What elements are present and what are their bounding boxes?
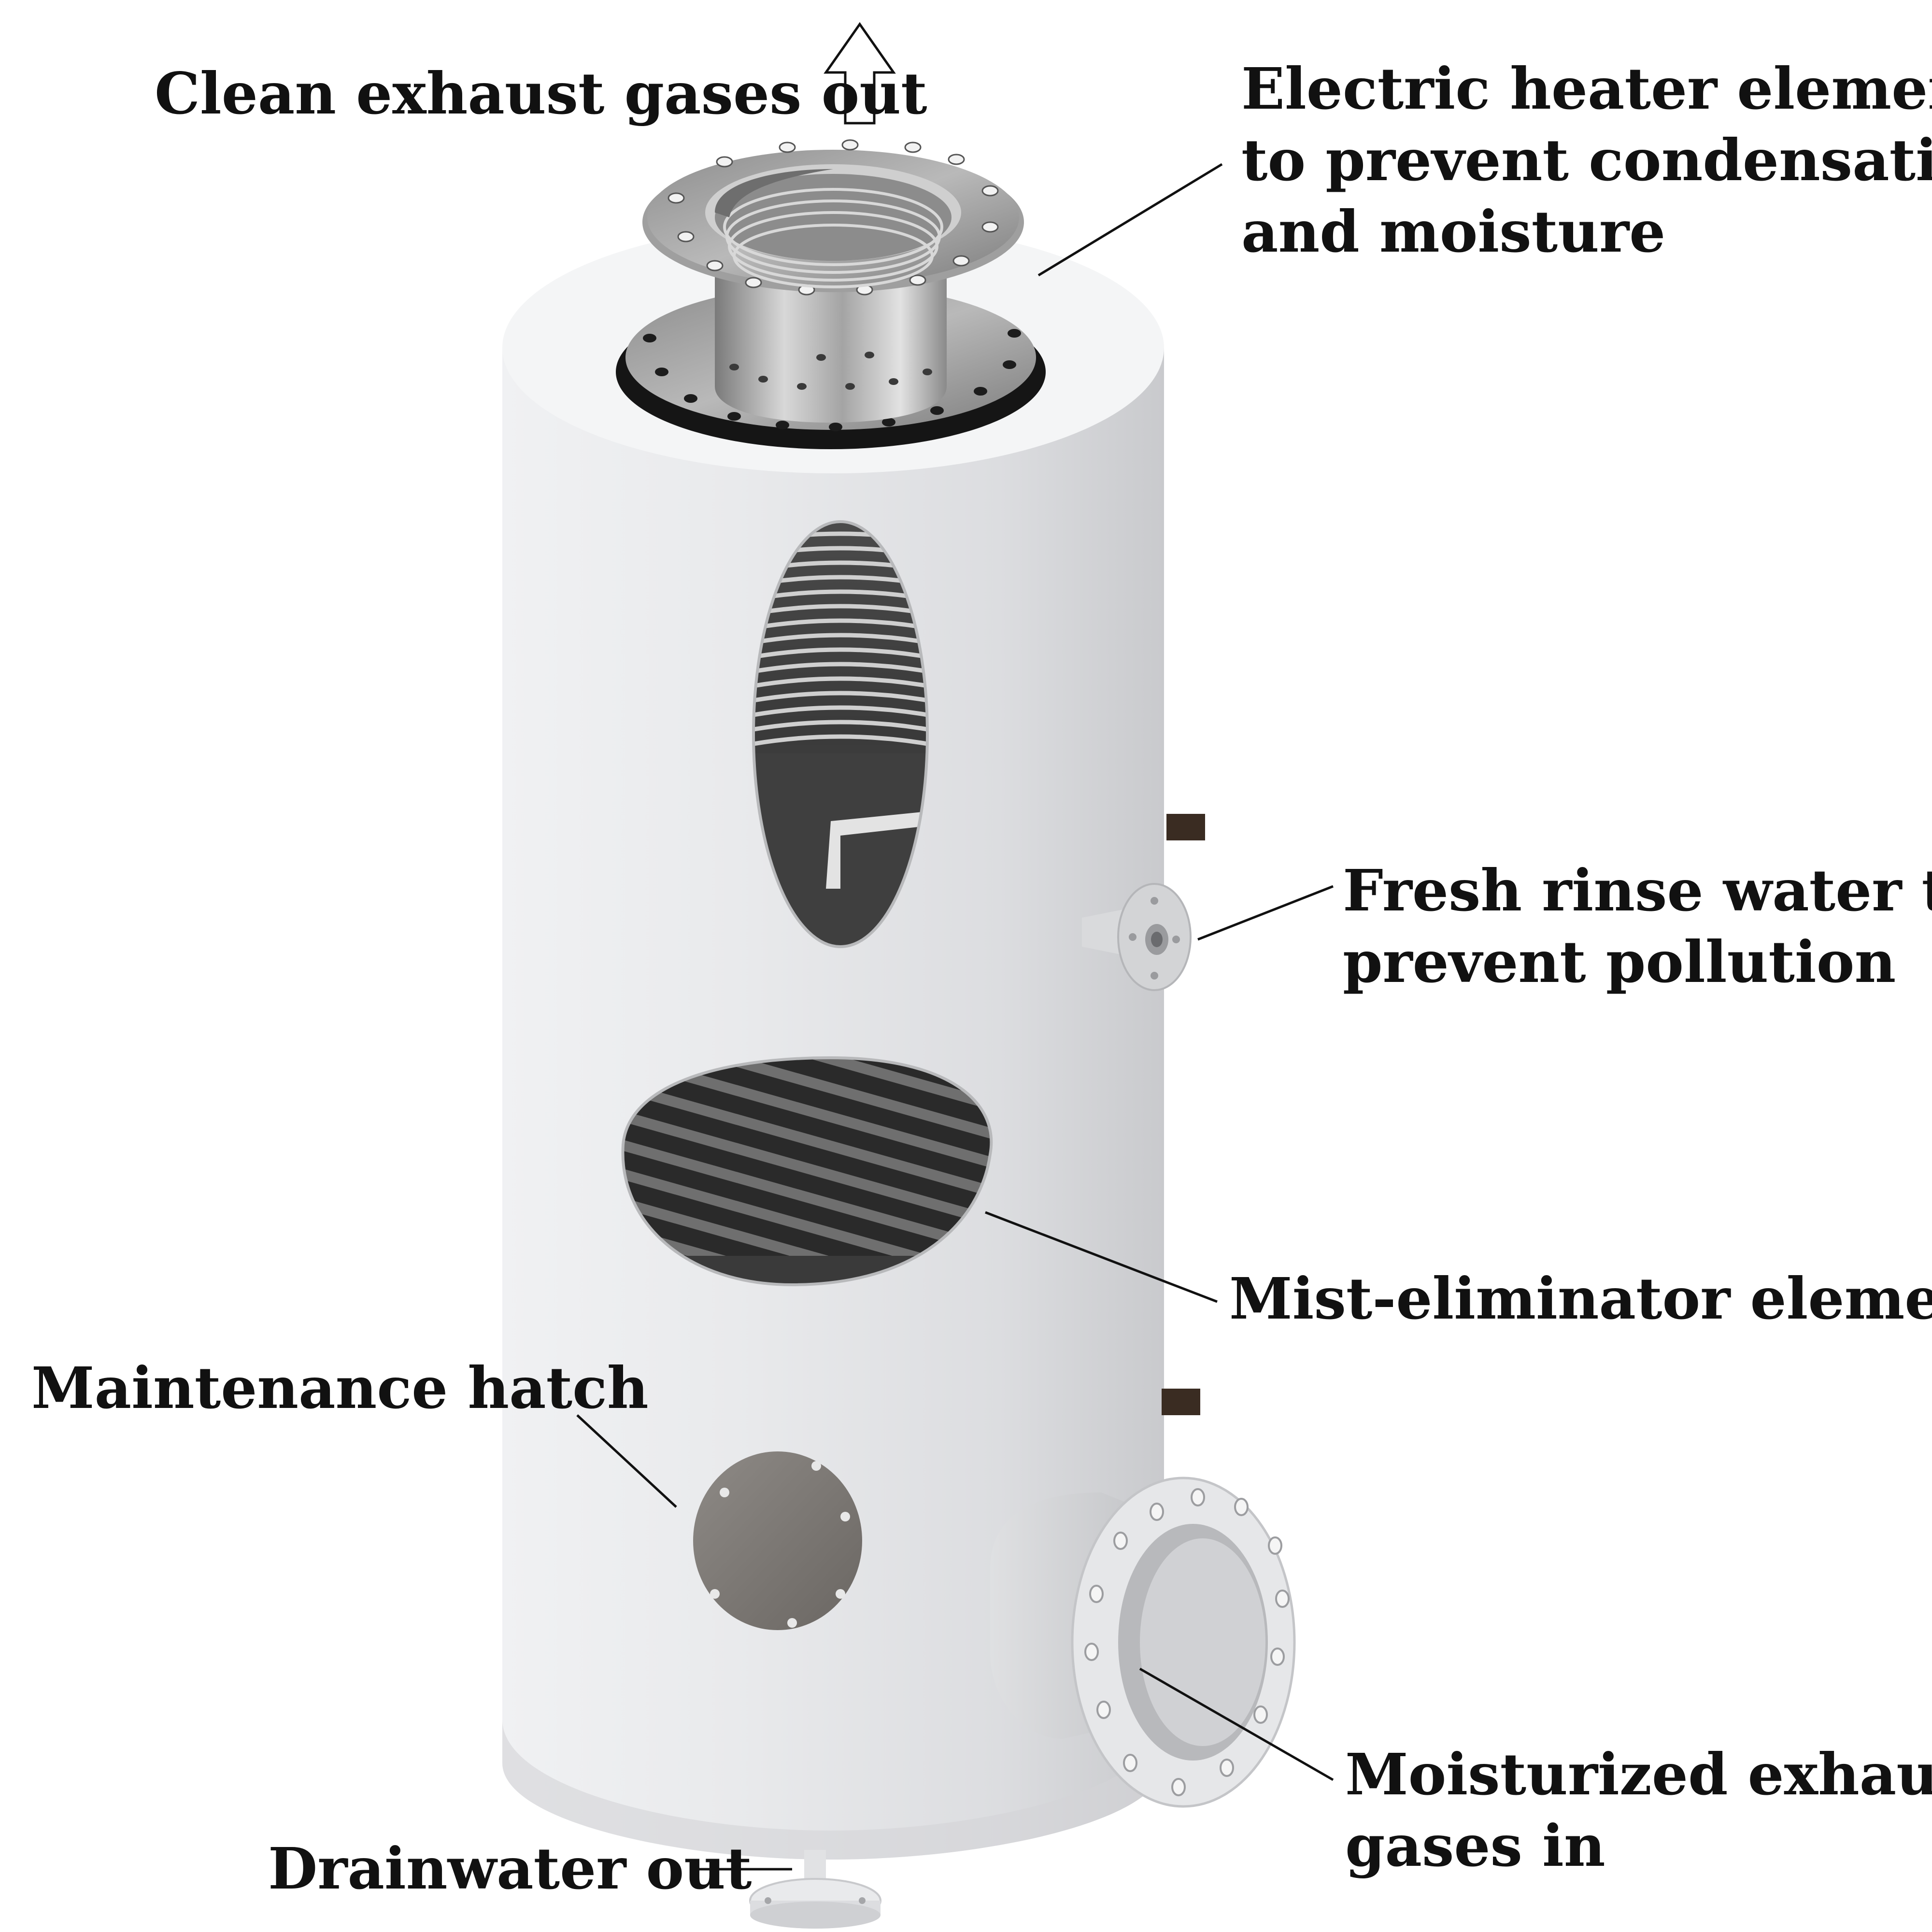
leader-lines	[576, 163, 1334, 1871]
heater-coil-rings	[723, 188, 943, 288]
label-rinse-water-line2: prevent pollution	[1343, 928, 1896, 995]
label-heater-element-line1: Electric heater element	[1241, 55, 1932, 122]
leader-mist	[985, 1211, 1218, 1303]
label-heater-element-line3: and moisture	[1241, 198, 1666, 265]
label-heater-element-line2: to prevent condensation	[1241, 127, 1932, 194]
leader-hatch	[576, 1414, 677, 1508]
up-arrow-icon	[824, 22, 896, 125]
upper-side-stub	[1166, 814, 1205, 840]
label-maintenance-hatch: Maintenance hatch	[31, 1354, 649, 1421]
label-rinse-water-line1: Fresh rinse water to	[1343, 857, 1932, 924]
lower-flange-bolt-holes	[643, 329, 1021, 431]
rinse-water-nozzle	[1082, 883, 1192, 991]
label-clean-exhaust-out: Clean exhaust gases out	[155, 60, 927, 127]
leader-inlet	[1139, 1667, 1334, 1781]
label-mist-eliminator: Mist-eliminator element	[1229, 1265, 1932, 1332]
maintenance-hatch	[693, 1451, 862, 1630]
neck-perforations	[729, 352, 932, 390]
label-exhaust-in-line2: gases in	[1345, 1812, 1605, 1879]
label-exhaust-in-line1: Moisturized exhaust	[1345, 1741, 1932, 1808]
lower-side-stub	[1162, 1389, 1200, 1415]
upper-flange-bolt-holes	[668, 139, 999, 296]
internal-rinse-pipe	[826, 811, 927, 889]
label-drainwater-out: Drainwater out	[268, 1835, 752, 1902]
leader-heater	[1037, 163, 1223, 277]
leader-rinse	[1197, 885, 1334, 941]
drain-pipe	[749, 1850, 881, 1929]
inlet-flange-bolt-holes	[1084, 1488, 1290, 1796]
top-outlet-flange	[616, 139, 1046, 449]
